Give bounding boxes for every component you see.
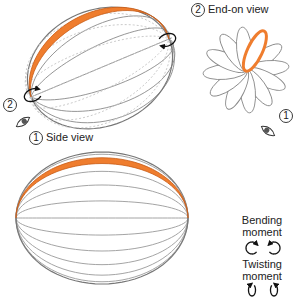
eye-outline <box>260 124 277 139</box>
side-gore-line <box>16 218 188 219</box>
twisting-moment-symbol <box>271 284 278 296</box>
view-label: Side view <box>46 131 93 144</box>
highlighted-gore <box>16 158 188 218</box>
eye-pupil <box>263 127 270 134</box>
sphere-gore-line <box>31 16 169 97</box>
side-gore-line <box>16 218 188 284</box>
legend-label: Twisting moment <box>230 258 294 282</box>
eye-icon <box>15 115 32 130</box>
callout-ring <box>30 132 43 145</box>
callout-number: 1 <box>29 131 43 145</box>
sphere-gore-line <box>31 39 170 128</box>
bending-moment-symbol <box>269 242 280 254</box>
highlighted-gore <box>29 7 169 97</box>
callout-number: 1 <box>279 109 293 123</box>
side-gore-line <box>16 218 188 282</box>
view-label: End-on view <box>208 3 269 16</box>
callout-ring <box>4 99 17 112</box>
side-gore-line <box>16 218 188 251</box>
eye-pupil <box>21 118 28 125</box>
side-gore-line <box>16 201 188 218</box>
sphere-gore-line <box>30 8 169 97</box>
side-gore-line <box>16 161 188 218</box>
callout-ring <box>280 110 293 123</box>
callout-number: 2 <box>3 98 17 112</box>
legend-label: Bending moment <box>230 214 294 238</box>
sphere-gore-line <box>27 7 169 97</box>
callout-number: 2 <box>191 3 205 17</box>
sphere-gore-line <box>26 13 169 97</box>
side-gore-line <box>16 218 188 235</box>
side-gore-line <box>16 154 188 218</box>
moment-arrow <box>24 88 40 101</box>
side-gore-line <box>16 218 188 275</box>
eye-outline <box>15 115 32 130</box>
sphere-gore-line <box>25 25 169 97</box>
sphere-gore-line <box>31 39 174 123</box>
eye-icon <box>260 124 277 139</box>
moment-arrow <box>159 34 175 47</box>
art-layer <box>4 4 293 297</box>
side-gore-line <box>16 218 188 265</box>
sphere-gore-line <box>31 39 169 120</box>
highlighted-gore <box>239 28 271 74</box>
sphere-gore-line <box>31 39 169 108</box>
sphere-gore-line <box>31 39 173 129</box>
sphere-gore-line <box>29 39 169 98</box>
bending-moment-symbol <box>246 242 257 254</box>
side-gore-line <box>16 185 188 218</box>
callout-ring <box>192 4 205 17</box>
twisting-moment-symbol <box>249 284 256 296</box>
side-gore-line <box>16 152 188 218</box>
